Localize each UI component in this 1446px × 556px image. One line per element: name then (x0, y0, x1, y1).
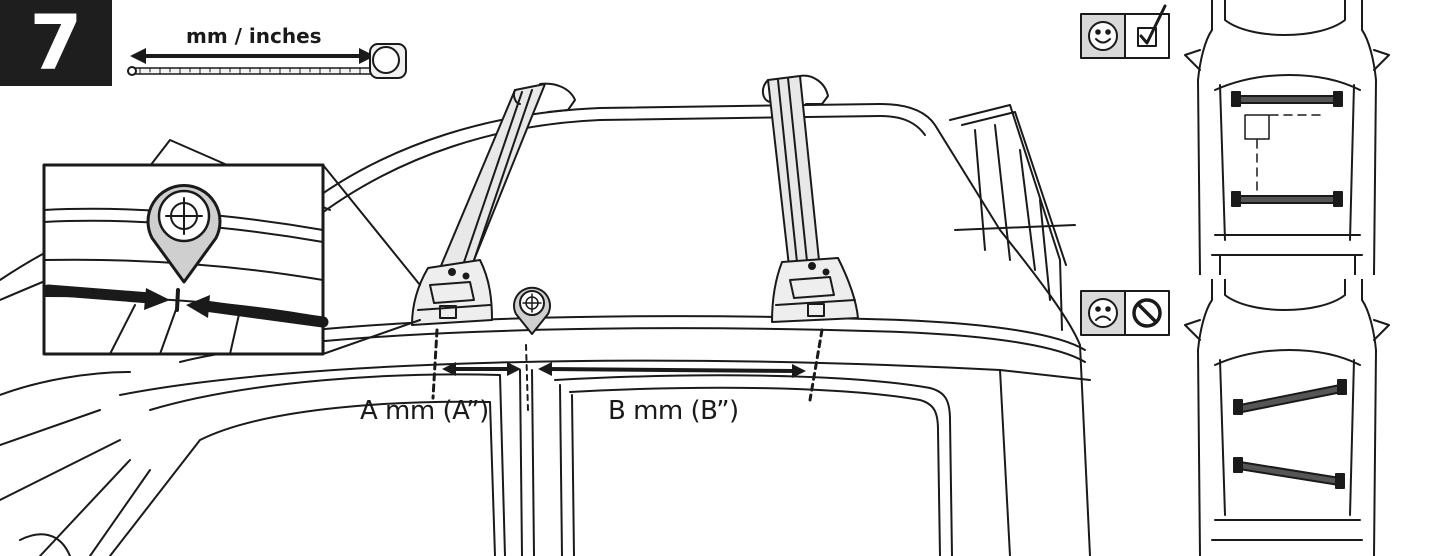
tape-measure (127, 43, 407, 79)
dimension-b-label: B mm (B”) (608, 396, 739, 426)
step-number: 7 (0, 0, 112, 86)
marker-pin-small-icon (513, 286, 551, 335)
status-panel-correct (1080, 4, 1170, 59)
dimension-a-label: A mm (A”) (360, 396, 489, 426)
car-body (0, 103, 1091, 556)
sad-face-icon (1088, 298, 1118, 328)
status-panel-incorrect (1080, 290, 1170, 336)
rear-roof-bar (762, 74, 859, 323)
dimension-lines (431, 328, 824, 411)
marker-pin-icon (146, 184, 222, 284)
checkbox-checked-icon (1137, 4, 1167, 47)
front-roof-bar (411, 82, 576, 326)
top-view-car-correct (1184, 0, 1390, 276)
prohibited-icon (1132, 298, 1162, 328)
unit-label: mm / inches (186, 24, 322, 48)
top-view-car-incorrect (1184, 277, 1390, 556)
happy-face-icon (1088, 21, 1118, 51)
